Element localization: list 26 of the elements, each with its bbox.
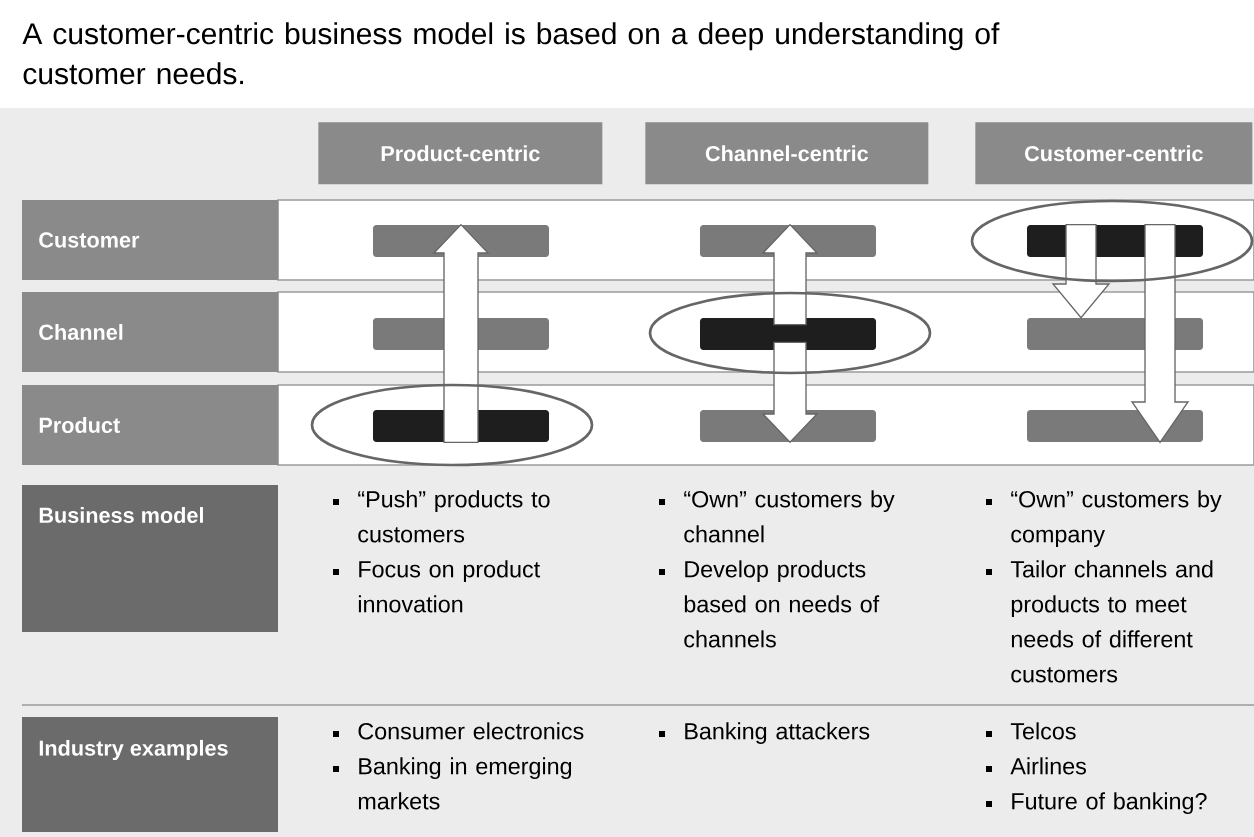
bullet-item: Tailor channels and products to meet needs of different customers [986, 560, 1213, 683]
block-arrow [1051, 224, 1111, 319]
row-header: Customer [22, 200, 278, 280]
bullet-item: Banking in emerging markets [333, 757, 572, 810]
bullet-item: Airlines [986, 757, 1086, 775]
block-arrow [432, 223, 490, 443]
row-header: Business model [22, 485, 278, 632]
bullet-item: “Own” customers by channel [659, 490, 895, 543]
block-arrow [761, 341, 819, 444]
column-header: Channel-centric [645, 122, 929, 185]
bullet-item: Telcos [986, 722, 1076, 740]
bullet-item: Develop products based on needs of channels [659, 560, 880, 648]
bullet-item: Consumer electronics [333, 722, 584, 740]
bullet-item: “Push” products to customers [333, 490, 550, 543]
title: A customer-centric business model is based on a deep understanding of customer needs. [22, 22, 1000, 85]
row-header: Channel [22, 292, 278, 372]
bullet-item: Future of banking? [986, 792, 1207, 815]
column-header: Customer-centric [975, 122, 1253, 185]
row-header: Product [22, 385, 278, 465]
bullet-item: Focus on product innovation [333, 560, 540, 613]
block-arrow [761, 223, 819, 326]
block-arrow [1130, 224, 1190, 444]
bullet-item: Banking attackers [659, 722, 870, 745]
bullet-item: “Own” customers by company [986, 490, 1222, 548]
row-header: Industry examples [22, 717, 278, 832]
column-header: Product-centric [318, 122, 603, 185]
